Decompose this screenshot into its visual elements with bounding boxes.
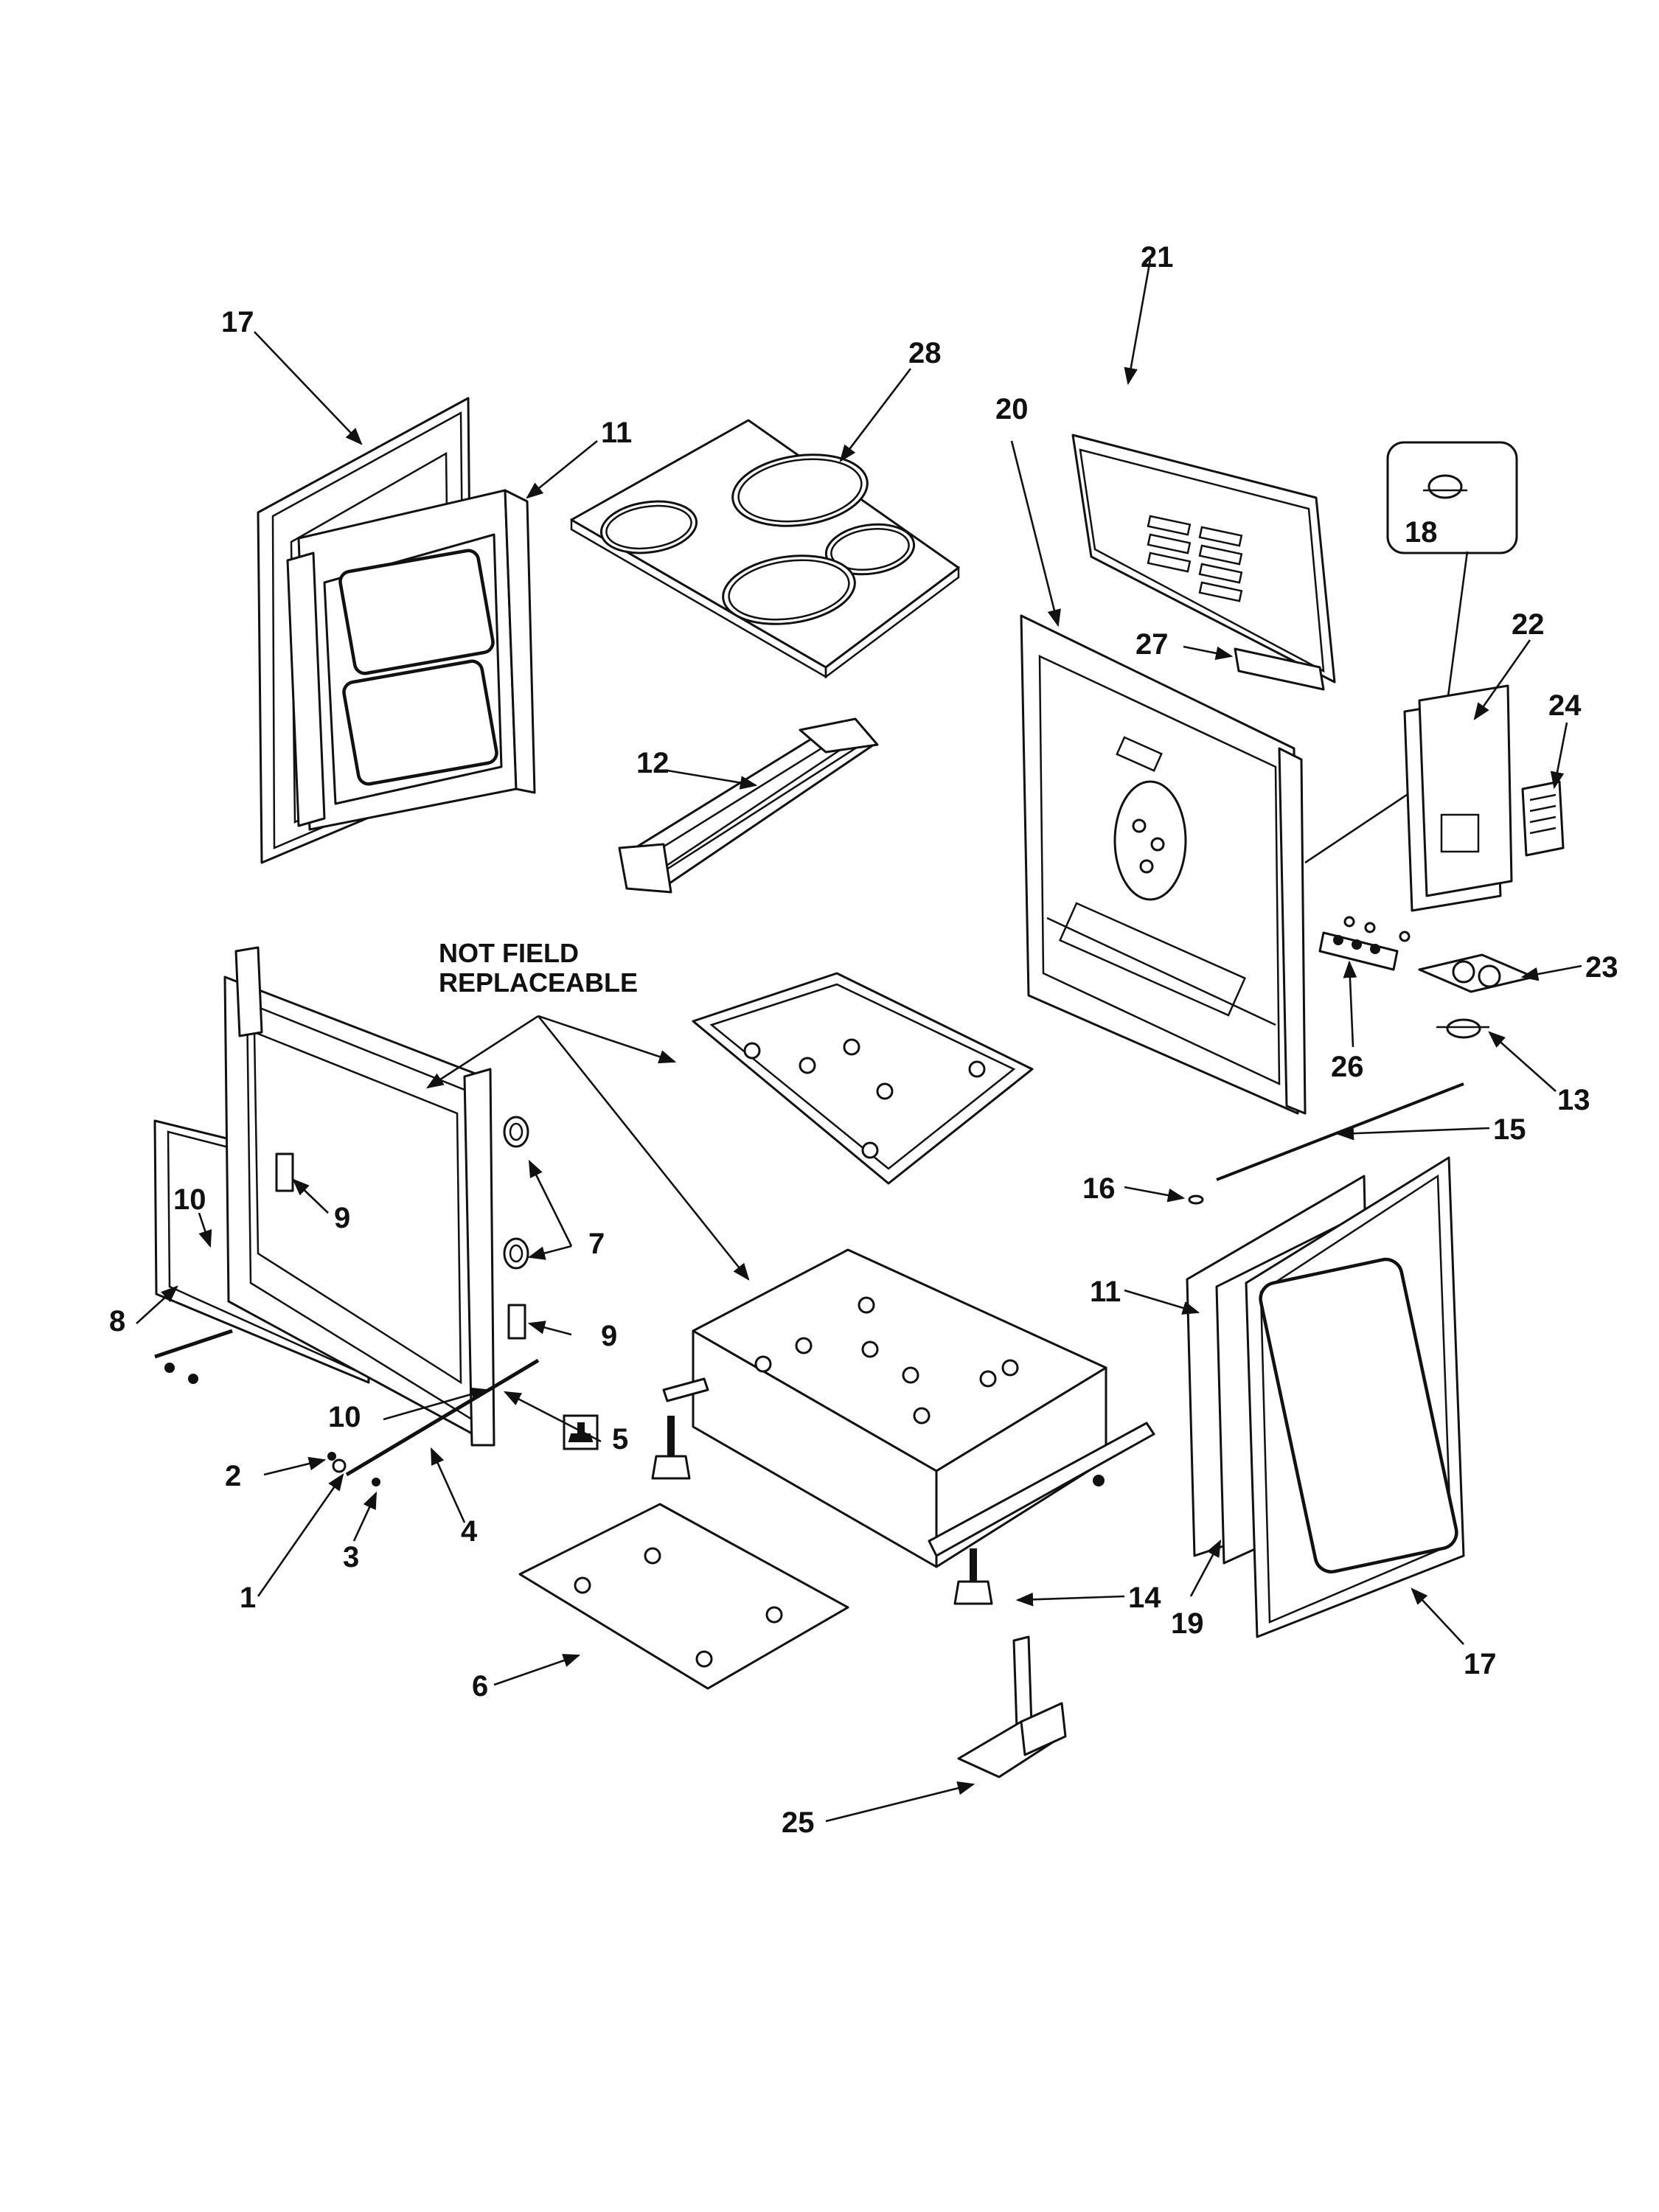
callout-12: 12 xyxy=(636,747,669,779)
part-16-clip xyxy=(1188,1194,1204,1205)
part-4-rod xyxy=(345,1358,540,1477)
callout-17-right: 17 xyxy=(1464,1648,1497,1680)
screw-left-b xyxy=(188,1374,198,1384)
part-13-sensor xyxy=(1436,1018,1489,1039)
part-26-terminal-block xyxy=(1318,916,1411,971)
front-frame xyxy=(223,946,495,1447)
callout-8: 8 xyxy=(109,1305,125,1338)
part-25-anti-tip-bracket xyxy=(957,1635,1067,1778)
callout-7: 7 xyxy=(588,1228,605,1260)
oven-liner-tray xyxy=(692,972,1034,1185)
callout-1: 1 xyxy=(240,1582,256,1614)
callout-19: 19 xyxy=(1171,1607,1204,1640)
leveling-leg-left xyxy=(651,1416,691,1480)
callout-9-left: 9 xyxy=(334,1202,350,1234)
part-22-box xyxy=(1403,684,1513,912)
rear-panel-vents xyxy=(1147,515,1243,602)
callout-26: 26 xyxy=(1331,1051,1364,1083)
not-field-replaceable-note: NOT FIELD REPLACEABLE xyxy=(439,938,638,998)
callout-18: 18 xyxy=(1405,516,1438,549)
part-1-nut xyxy=(332,1458,347,1473)
callout-27: 27 xyxy=(1135,628,1169,661)
callout-10-bottom: 10 xyxy=(328,1401,361,1433)
callout-2: 2 xyxy=(225,1460,241,1492)
callout-21: 21 xyxy=(1141,241,1174,274)
callout-13: 13 xyxy=(1557,1084,1590,1116)
callout-23: 23 xyxy=(1585,951,1618,984)
screw-left-a xyxy=(164,1363,175,1373)
cavity-screw xyxy=(1093,1475,1105,1486)
note-line-1: NOT FIELD xyxy=(439,938,579,968)
part-21-rear-panel xyxy=(1071,434,1336,684)
callout-28: 28 xyxy=(908,337,942,369)
callout-3: 3 xyxy=(343,1541,359,1573)
callout-11-right: 11 xyxy=(1090,1276,1121,1308)
part-17-right-side-panel xyxy=(1245,1156,1465,1638)
lower-rod xyxy=(154,1329,233,1359)
callout-10-top: 10 xyxy=(173,1183,206,1216)
part-28-ceramic-cooktop xyxy=(570,419,960,679)
oven-cavity xyxy=(692,1248,1107,1568)
callout-15: 15 xyxy=(1493,1113,1526,1146)
callout-labels: 17 11 28 21 20 18 12 27 22 24 23 26 13 1… xyxy=(109,241,1618,1839)
part-15-rod xyxy=(1216,1082,1464,1181)
callout-14: 14 xyxy=(1128,1582,1161,1614)
leader-lines xyxy=(136,259,1582,1823)
part-24-vent-cover xyxy=(1521,780,1565,857)
callout-16: 16 xyxy=(1082,1172,1116,1205)
part-9-hinges xyxy=(275,1152,526,1340)
callout-20: 20 xyxy=(995,393,1029,425)
part-12-support-frame xyxy=(618,717,879,894)
callout-25: 25 xyxy=(782,1806,815,1839)
part-3-screw xyxy=(372,1478,380,1486)
part-7-knobs xyxy=(503,1116,529,1270)
callout-4: 4 xyxy=(461,1515,478,1548)
note-line-2: REPLACEABLE xyxy=(439,967,638,998)
callout-24: 24 xyxy=(1548,689,1582,722)
callout-11-top: 11 xyxy=(601,417,632,449)
side-rails xyxy=(662,1377,1155,1557)
callout-5: 5 xyxy=(612,1423,628,1455)
part-27-bracket xyxy=(1234,647,1325,691)
part-6-bottom-panel xyxy=(518,1503,849,1690)
callout-22: 22 xyxy=(1512,608,1545,641)
part-23-plate xyxy=(1418,953,1535,993)
callout-6: 6 xyxy=(472,1670,488,1703)
callout-17-left: 17 xyxy=(221,306,254,338)
part-14-leveling-leg xyxy=(953,1548,993,1605)
part-20-back-frame xyxy=(1020,614,1307,1115)
part-11-left-liner xyxy=(286,489,536,831)
part-5-leveling-foot xyxy=(563,1414,599,1450)
part-5-screw-a xyxy=(327,1452,336,1461)
callout-9-right: 9 xyxy=(601,1320,617,1352)
part-18-inset xyxy=(1386,441,1518,554)
